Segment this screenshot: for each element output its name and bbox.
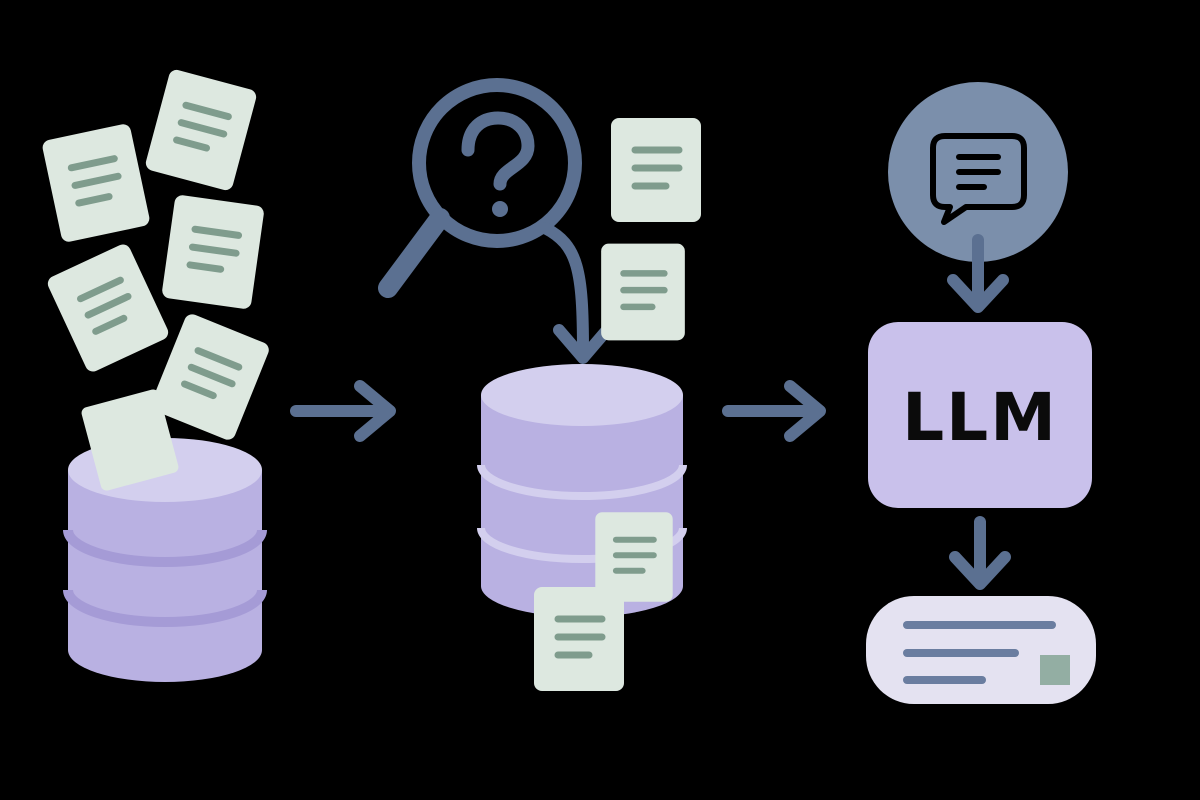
curved-arrow-icon	[539, 222, 613, 364]
document-icon	[161, 194, 265, 310]
stage-retrieve	[378, 78, 701, 691]
response-thumbnail	[1040, 655, 1070, 685]
stage-generate: LLM	[866, 82, 1096, 704]
magnifier-icon	[378, 78, 582, 298]
llm-label: LLM	[902, 379, 1058, 456]
llm-box: LLM	[868, 322, 1092, 508]
document-icon	[41, 123, 151, 243]
arrow-right-icon	[290, 380, 396, 442]
document-icon	[144, 68, 258, 192]
document-icon	[534, 587, 624, 691]
arrow-down-icon	[949, 516, 1011, 590]
question-mark-icon	[461, 111, 535, 217]
arrow-down-icon	[947, 234, 1009, 313]
arrow-right-icon	[722, 380, 826, 442]
document-icon	[45, 242, 171, 374]
response-card	[866, 596, 1096, 704]
stage-ingest	[41, 68, 271, 682]
document-icon	[611, 118, 701, 222]
document-icon	[81, 389, 179, 491]
chat-bubble-icon	[888, 82, 1068, 262]
document-icon	[601, 244, 685, 341]
